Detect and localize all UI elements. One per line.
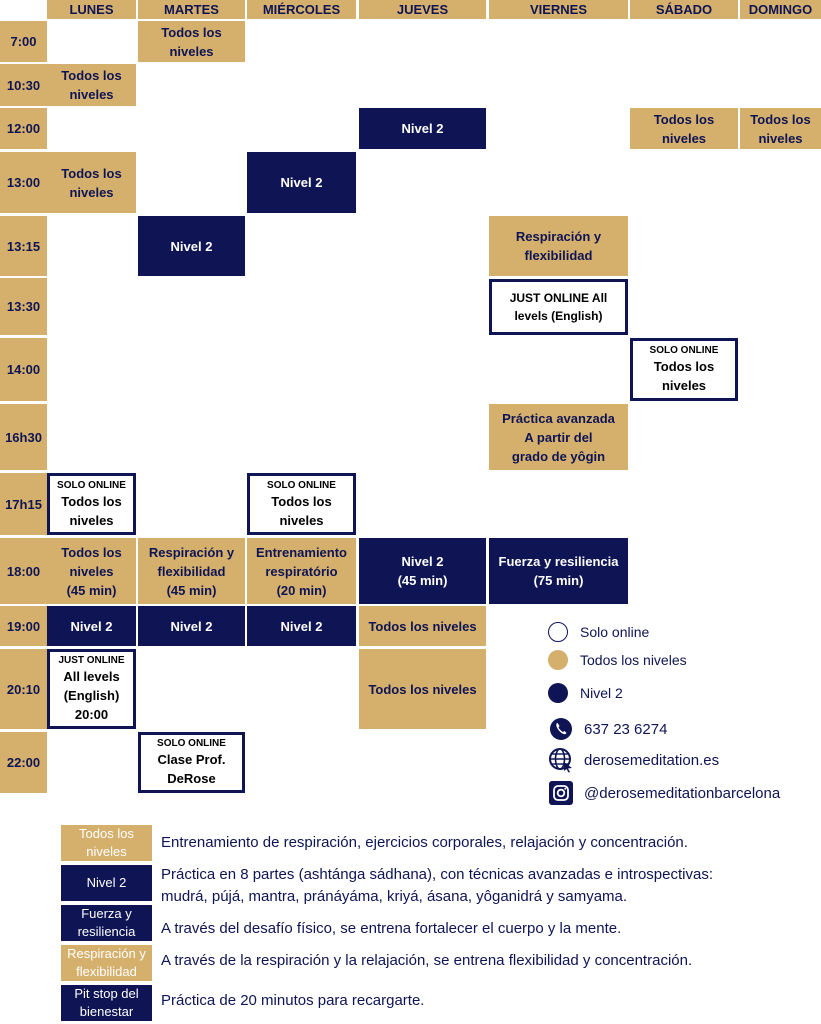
key-respiracion-desc: A través de la respiración y la relajaci… (161, 952, 693, 969)
class-cell: Nivel 2 (247, 152, 356, 213)
time-slot: 17h15 (0, 473, 47, 535)
time-slot: 7:00 (0, 21, 47, 62)
key-fuerza-desc: A través del desafío físico, se entrena … (161, 920, 622, 937)
navy-dot-icon (548, 683, 568, 703)
day-header-lunes: LUNES (47, 0, 136, 19)
legend-nivel2: Nivel 2 (548, 683, 623, 703)
class-cell: Todos los niveles (740, 108, 821, 149)
time-slot: 13:30 (0, 278, 47, 335)
time-slot: 12:00 (0, 108, 47, 149)
key-pitstop-label: Pit stop del bienestar (61, 985, 152, 1021)
time-slot: 18:00 (0, 538, 47, 604)
time-slot: 10:30 (0, 64, 47, 106)
class-cell: JUST ONLINE All levels (English) (489, 279, 628, 335)
key-respiracion-label: Respiración y flexibilidad (61, 945, 152, 981)
key-fuerza-label: Fuerza y resiliencia (61, 905, 152, 941)
key-pitstop-desc: Práctica de 20 minutos para recargarte. (161, 992, 425, 1009)
phone-icon (548, 716, 574, 742)
globe-icon (548, 747, 574, 773)
time-slot: 19:00 (0, 606, 47, 646)
key-todos-desc: Entrenamiento de respiración, ejercicios… (161, 834, 688, 851)
gold-dot-icon (548, 650, 568, 670)
class-cell: Nivel 2 (138, 606, 245, 646)
legend-online: Solo online (548, 622, 649, 642)
class-cell: Práctica avanzada A partir del grado de … (489, 404, 628, 470)
class-cell: Todos los niveles (47, 152, 136, 213)
class-cell: Nivel 2 (47, 606, 136, 646)
class-cell: Nivel 2 (45 min) (359, 538, 486, 604)
key-nivel2-desc: Práctica en 8 partes (ashtánga sádhana),… (161, 866, 713, 905)
contact-phone[interactable]: 637 23 6274 (548, 716, 667, 742)
legend-todos: Todos los niveles (548, 650, 687, 670)
class-cell: Nivel 2 (247, 606, 356, 646)
key-todos-label: Todos los niveles (61, 825, 152, 861)
class-cell: Entrenamiento respiratório (20 min) (247, 538, 356, 604)
day-header-miercoles: MIÉRCOLES (247, 0, 356, 19)
instagram-icon (548, 780, 574, 806)
class-cell: Nivel 2 (138, 216, 245, 276)
class-cell: Respiración y flexibilidad (489, 216, 628, 276)
day-header-jueves: JUEVES (359, 0, 486, 19)
class-cell: Nivel 2 (359, 108, 486, 149)
class-cell: Todos los niveles (359, 606, 486, 646)
class-cell: Todos los niveles (630, 108, 738, 149)
time-slot: 14:00 (0, 338, 47, 401)
day-header-viernes: VIERNES (489, 0, 628, 19)
class-cell: Todos los niveles (359, 649, 486, 729)
contact-web[interactable]: derosemeditation.es (548, 747, 719, 773)
time-slot: 22:00 (0, 732, 47, 793)
class-cell: Fuerza y resiliencia (75 min) (489, 538, 628, 604)
class-cell: Todos los niveles (45 min) (47, 538, 136, 604)
day-header-martes: MARTES (138, 0, 245, 19)
time-slot: 13:00 (0, 152, 47, 213)
white-dot-icon (548, 622, 568, 642)
class-cell: Respiración y flexibilidad (45 min) (138, 538, 245, 604)
time-slot: 20:10 (0, 649, 47, 729)
day-header-sabado: SÁBADO (630, 0, 738, 19)
key-nivel2-label: Nivel 2 (61, 865, 152, 901)
time-slot: 16h30 (0, 404, 47, 470)
contact-instagram[interactable]: @derosemeditationbarcelona (548, 780, 780, 806)
class-cell: Todos los niveles (47, 64, 136, 106)
day-header-domingo: DOMINGO (740, 0, 821, 19)
class-cell: Todos los niveles (138, 21, 245, 62)
time-slot: 13:15 (0, 216, 47, 276)
